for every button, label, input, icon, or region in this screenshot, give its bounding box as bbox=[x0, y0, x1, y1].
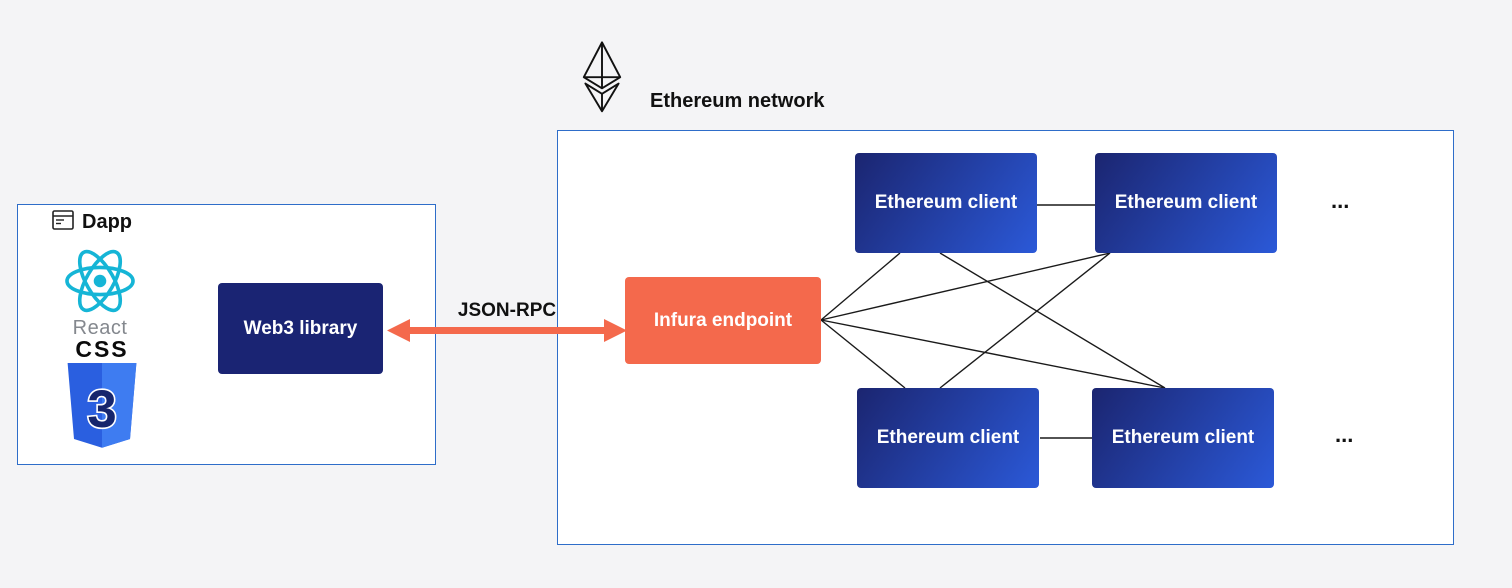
infura-endpoint-label: Infura endpoint bbox=[653, 309, 793, 331]
ethereum-client-node-4: Ethereum client bbox=[1092, 388, 1274, 488]
ethereum-logo-icon bbox=[578, 40, 626, 121]
more-clients-ellipsis-bottom: ... bbox=[1335, 422, 1354, 447]
ethereum-client-node-3: Ethereum client bbox=[857, 388, 1039, 488]
dapp-header: Dapp bbox=[52, 210, 132, 235]
css3-logo: CSS 3 bbox=[56, 338, 148, 460]
react-label: React bbox=[72, 317, 128, 339]
dapp-title: Dapp bbox=[82, 211, 132, 233]
json-rpc-label: JSON-RPC bbox=[457, 300, 557, 321]
react-logo: React bbox=[56, 248, 144, 340]
ethereum-client-node-2: Ethereum client bbox=[1095, 153, 1277, 253]
ethereum-network-title: Ethereum network bbox=[650, 90, 825, 112]
css3-shield-icon: 3 bbox=[62, 363, 142, 459]
react-atom-icon bbox=[63, 249, 137, 318]
double-headed-arrow-icon bbox=[387, 319, 627, 342]
ethereum-client-label: Ethereum client bbox=[874, 192, 1018, 213]
ethereum-client-node-1: Ethereum client bbox=[855, 153, 1037, 253]
web3-library-label: Web3 library bbox=[243, 317, 358, 339]
infura-endpoint-node: Infura endpoint bbox=[625, 277, 821, 364]
app-window-icon bbox=[52, 210, 74, 235]
web3-library-node: Web3 library bbox=[218, 283, 383, 374]
more-clients-ellipsis-top: ... bbox=[1331, 188, 1350, 213]
ethereum-client-label: Ethereum client bbox=[876, 427, 1020, 448]
svg-text:3: 3 bbox=[87, 380, 116, 439]
ethereum-client-label: Ethereum client bbox=[1114, 192, 1258, 213]
ethereum-client-label: Ethereum client bbox=[1111, 427, 1255, 448]
css-wordmark: CSS bbox=[75, 336, 129, 362]
json-rpc-connection: JSON-RPC bbox=[386, 300, 628, 350]
